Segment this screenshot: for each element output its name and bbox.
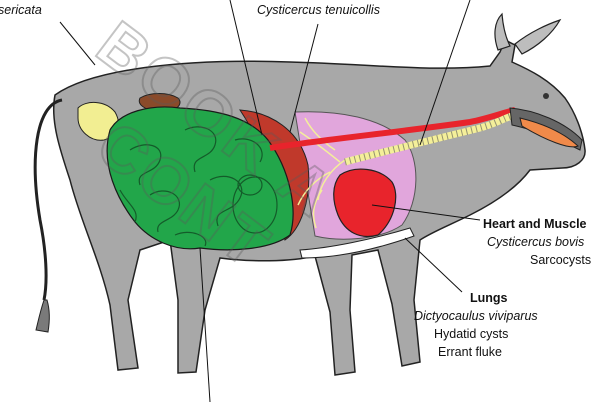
label-heart-and-muscle: Heart and Muscle <box>483 217 587 231</box>
label-sericata: sericata <box>0 3 42 17</box>
tail-tip <box>36 300 49 332</box>
label-cysticercus-bovis: Cysticercus bovis <box>487 235 584 249</box>
cow-horn <box>495 14 510 50</box>
label-dictyocaulus-viviparus: Dictyocaulus viviparus <box>414 309 538 323</box>
label-cysticercus-tenuicollis: Cysticercus tenuicollis <box>257 3 380 17</box>
label-sarcocysts: Sarcocysts <box>530 253 591 267</box>
label-errant-fluke: Errant fluke <box>438 345 502 359</box>
label-lungs: Lungs <box>470 291 508 305</box>
label-hydatid-cysts: Hydatid cysts <box>434 327 508 341</box>
cow-eye <box>543 93 549 99</box>
cow-ear <box>515 20 560 54</box>
